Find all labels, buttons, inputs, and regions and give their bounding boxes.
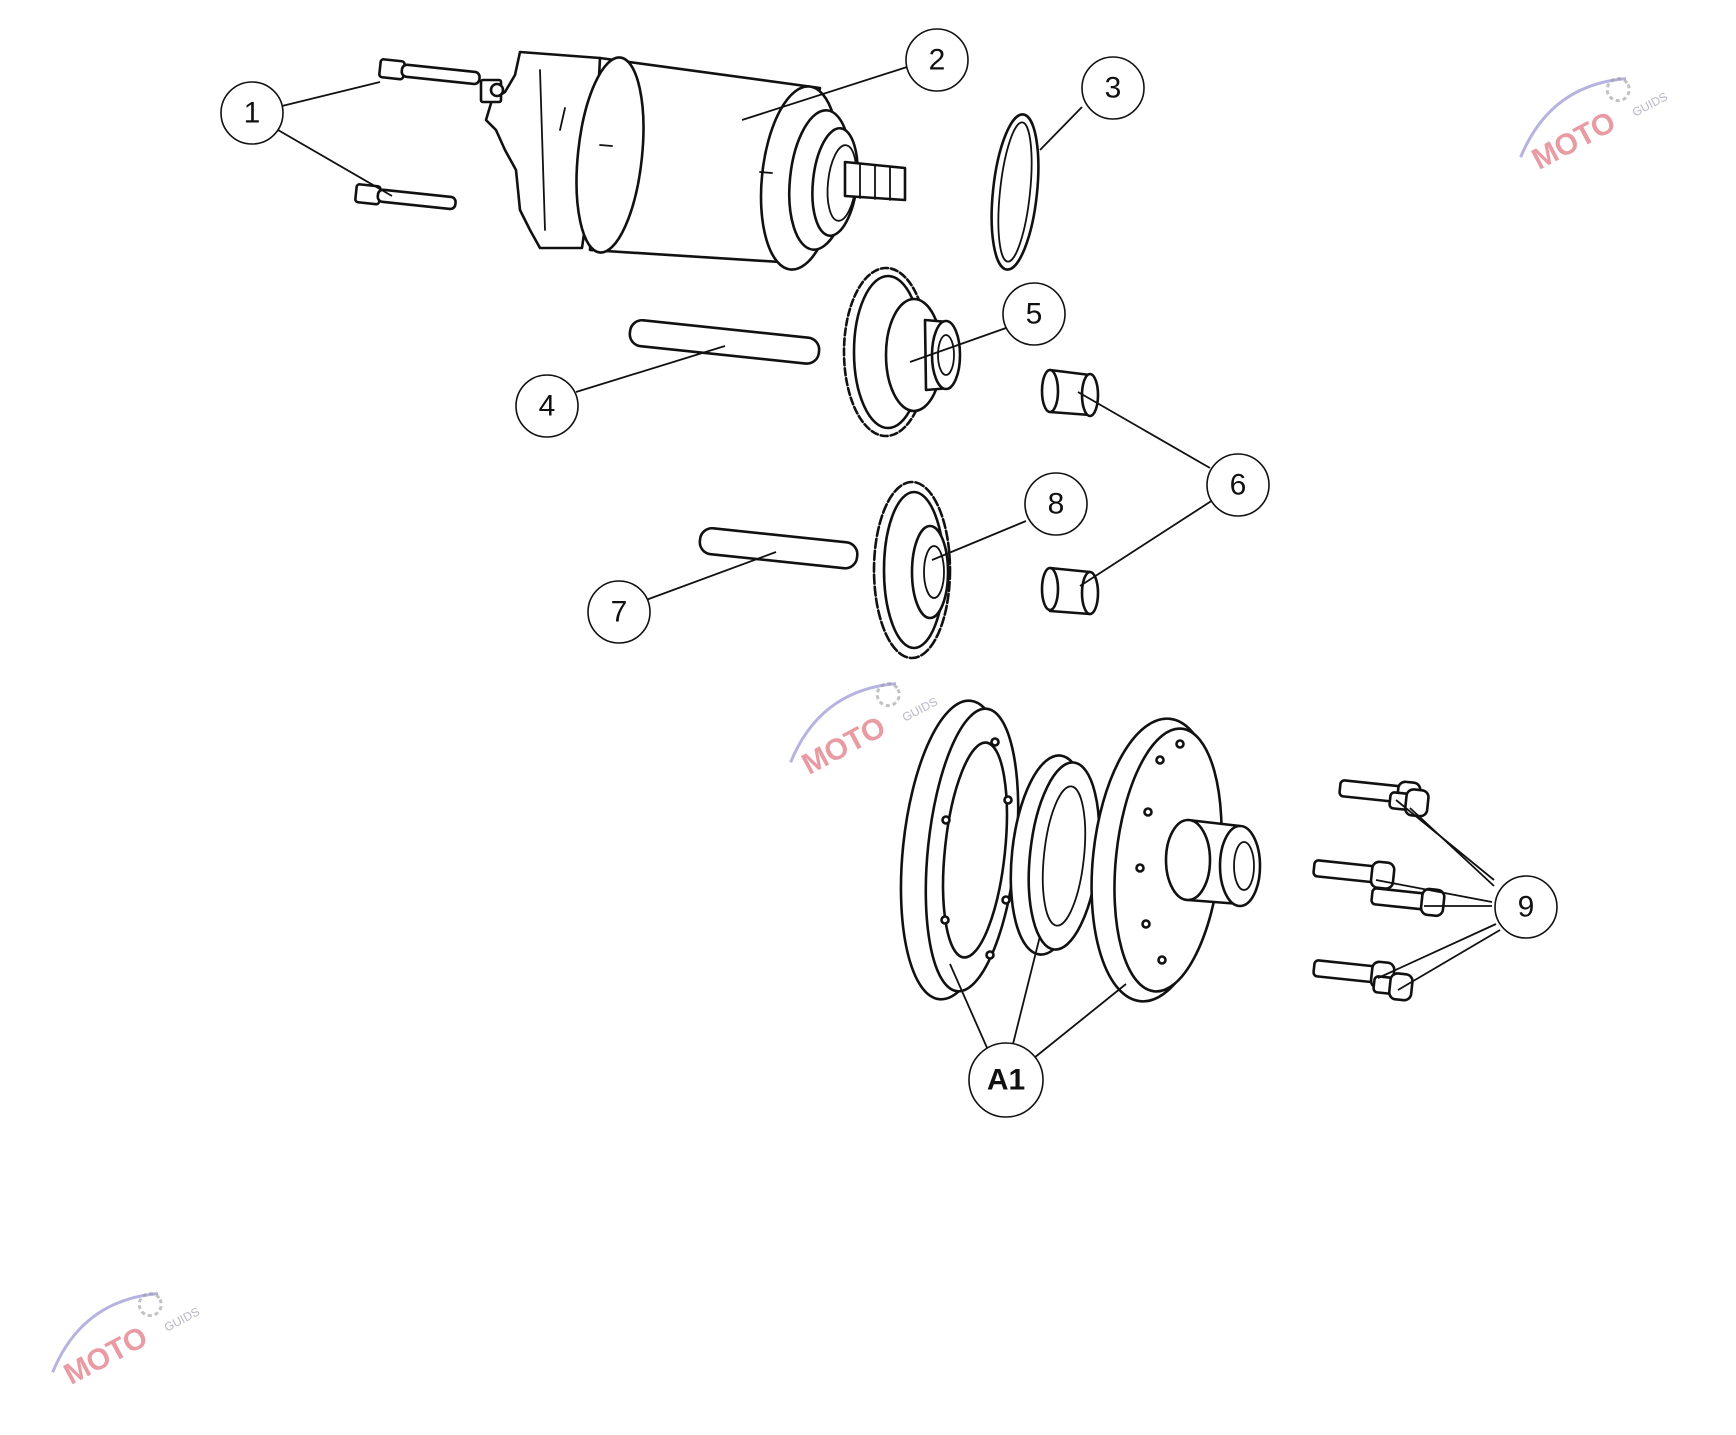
part-3-o-ring: [990, 113, 1040, 271]
part-9-bolts: [1312, 779, 1446, 1002]
callout-1-label: 1: [244, 97, 261, 130]
callout-6-label: 6: [1230, 469, 1247, 502]
callout-3: 3: [1081, 56, 1145, 120]
callout-a1-label: A1: [987, 1064, 1025, 1097]
part-6-bushings: [1040, 368, 1100, 616]
callout-a1: A1: [968, 1042, 1044, 1118]
part-8-gear: [872, 480, 952, 660]
callout-2-label: 2: [929, 44, 946, 77]
part-a1-flange-assembly: [899, 699, 1262, 1003]
part-2-starter-motor: [479, 50, 907, 271]
watermark-brand: MOTO: [59, 1320, 153, 1391]
callout-2: 2: [905, 28, 969, 92]
watermark-sub: GUIDS: [1630, 89, 1670, 119]
callout-6: 6: [1206, 453, 1270, 517]
part-4-shaft: [628, 318, 821, 365]
callout-5: 5: [1002, 282, 1066, 346]
callout-9-label: 9: [1518, 891, 1535, 924]
watermark-bottom-left: MOTO GUIDS: [51, 1292, 202, 1391]
callout-7: 7: [587, 580, 651, 644]
watermark-sub: GUIDS: [162, 1304, 202, 1334]
callout-8-label: 8: [1048, 488, 1065, 521]
part-7-shaft: [698, 526, 859, 570]
callout-5-label: 5: [1026, 298, 1043, 331]
callout-8: 8: [1024, 472, 1088, 536]
watermark-top-right: MOTO GUIDS: [1519, 77, 1670, 176]
watermark-sub: GUIDS: [900, 694, 940, 724]
leader-lines: [277, 66, 1501, 1059]
callout-4-label: 4: [539, 390, 556, 423]
part-5-double-gear: [842, 266, 962, 438]
callout-1: 1: [220, 81, 284, 145]
callout-9: 9: [1494, 875, 1558, 939]
watermark-brand: MOTO: [797, 710, 891, 781]
callout-3-label: 3: [1105, 72, 1122, 105]
callout-7-label: 7: [611, 596, 628, 629]
watermark-brand: MOTO: [1527, 105, 1621, 176]
part-1-bolts: [354, 58, 481, 211]
callout-4: 4: [515, 374, 579, 438]
